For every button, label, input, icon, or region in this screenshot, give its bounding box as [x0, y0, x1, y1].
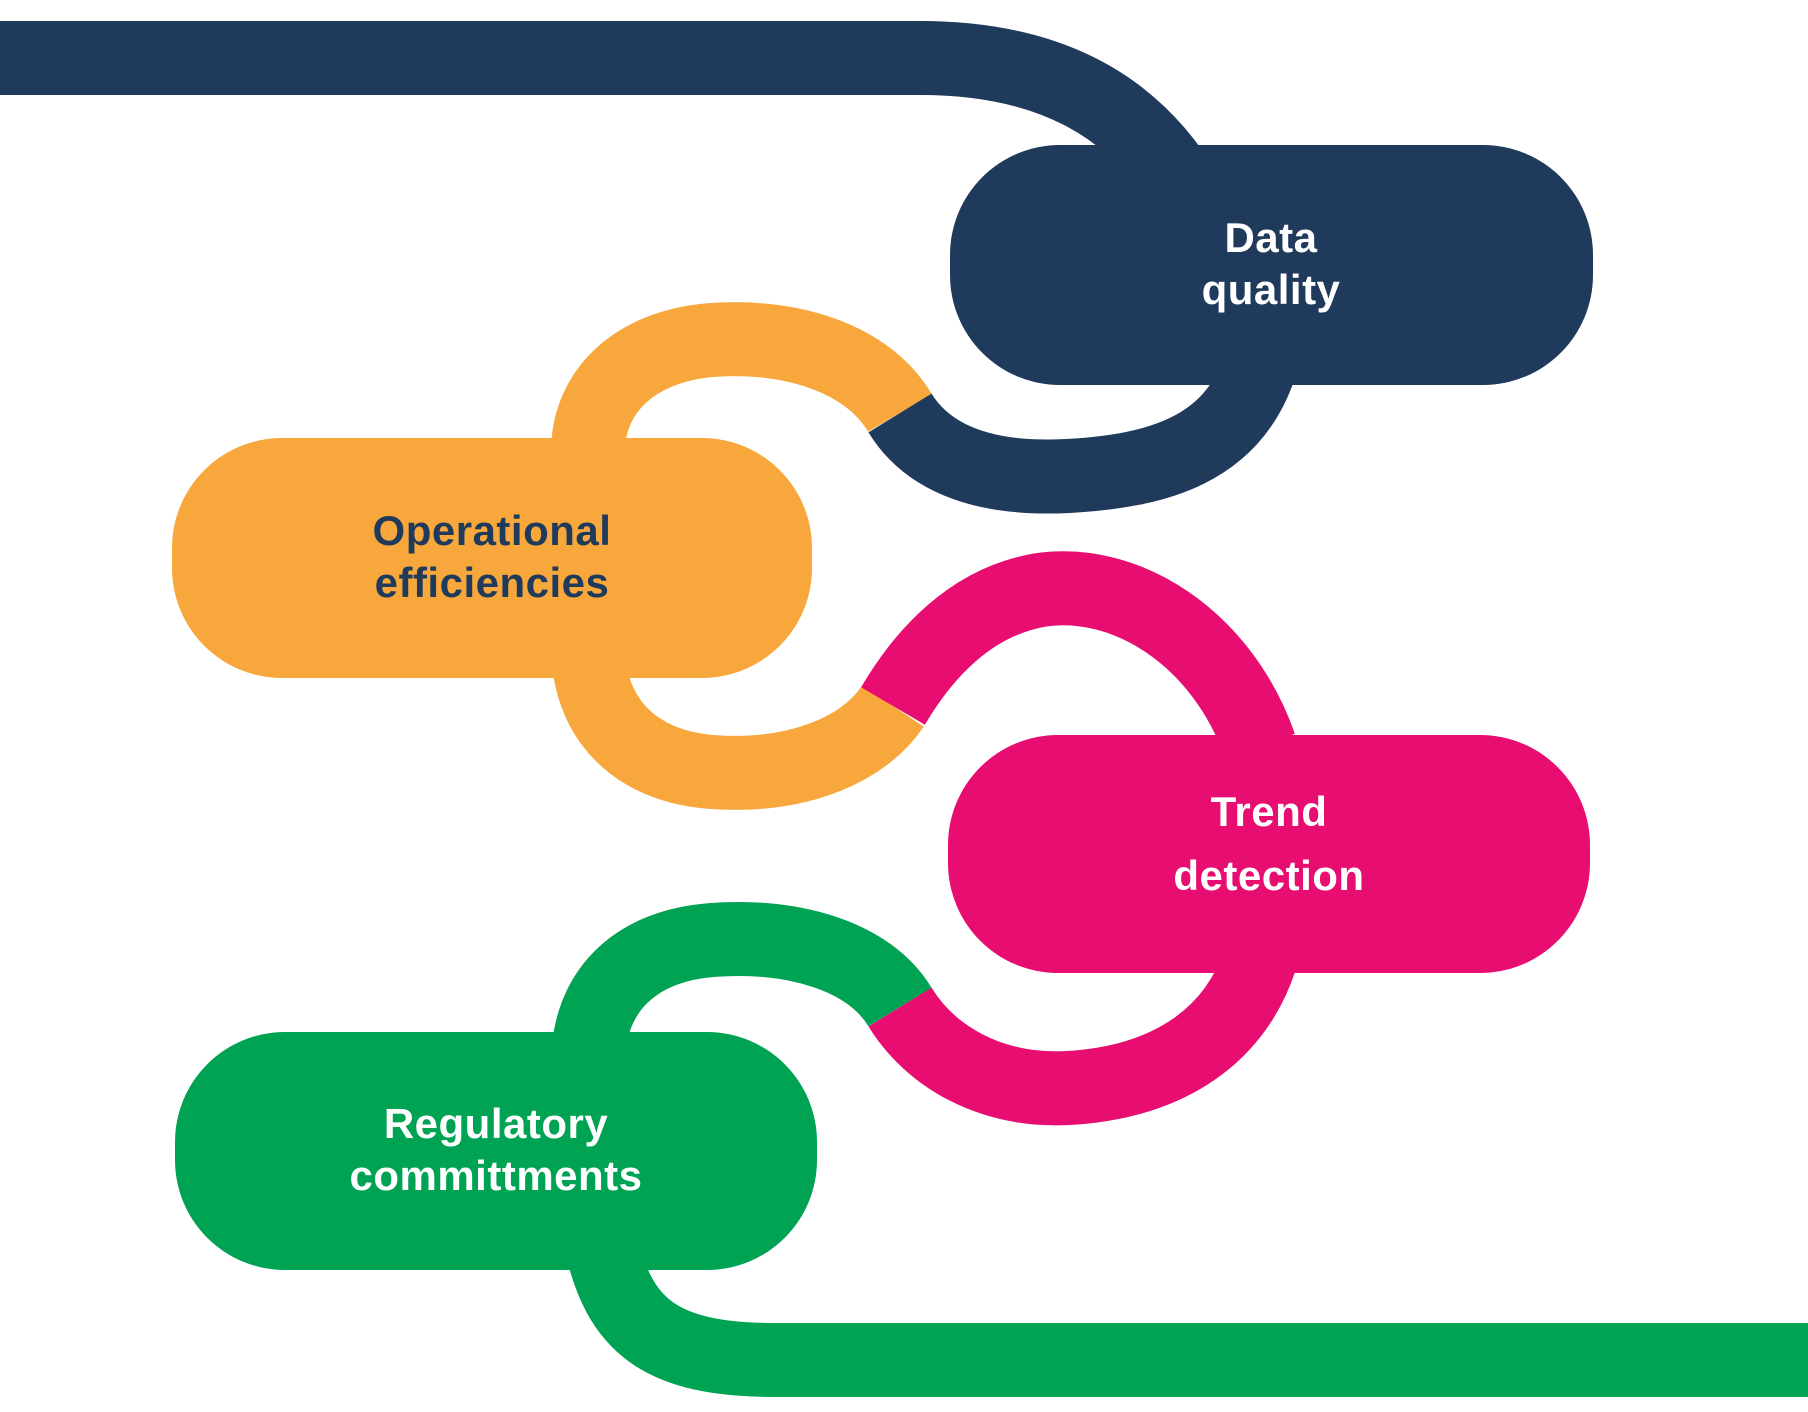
green-bottom-band: [563, 1229, 1808, 1397]
regulatory-committments-label-line2: committments: [349, 1152, 642, 1199]
data-quality-pill: [950, 145, 1593, 385]
data-quality-label-line2: quality: [1202, 266, 1341, 313]
operational-efficiencies-label-line2: efficiencies: [375, 559, 610, 606]
operational-efficiencies-label-line1: Operational: [373, 507, 612, 554]
trend-detection-label-line2: detection: [1173, 852, 1364, 899]
orange-top-arc: [551, 302, 932, 470]
green-top-arc: [551, 902, 932, 1066]
pink-top-arc: [861, 551, 1295, 760]
trend-detection-pill: [948, 735, 1590, 973]
navy-hook: [868, 352, 1296, 514]
data-quality-label-line1: Data: [1224, 214, 1317, 261]
pink-hook: [868, 947, 1296, 1126]
regulatory-committments-label-line1: Regulatory: [384, 1100, 609, 1147]
trend-detection-label-line1: Trend: [1211, 788, 1328, 835]
operational-efficiencies-pill: [172, 438, 812, 678]
orange-bottom-arc: [551, 643, 924, 810]
regulatory-committments-pill: [175, 1032, 817, 1270]
